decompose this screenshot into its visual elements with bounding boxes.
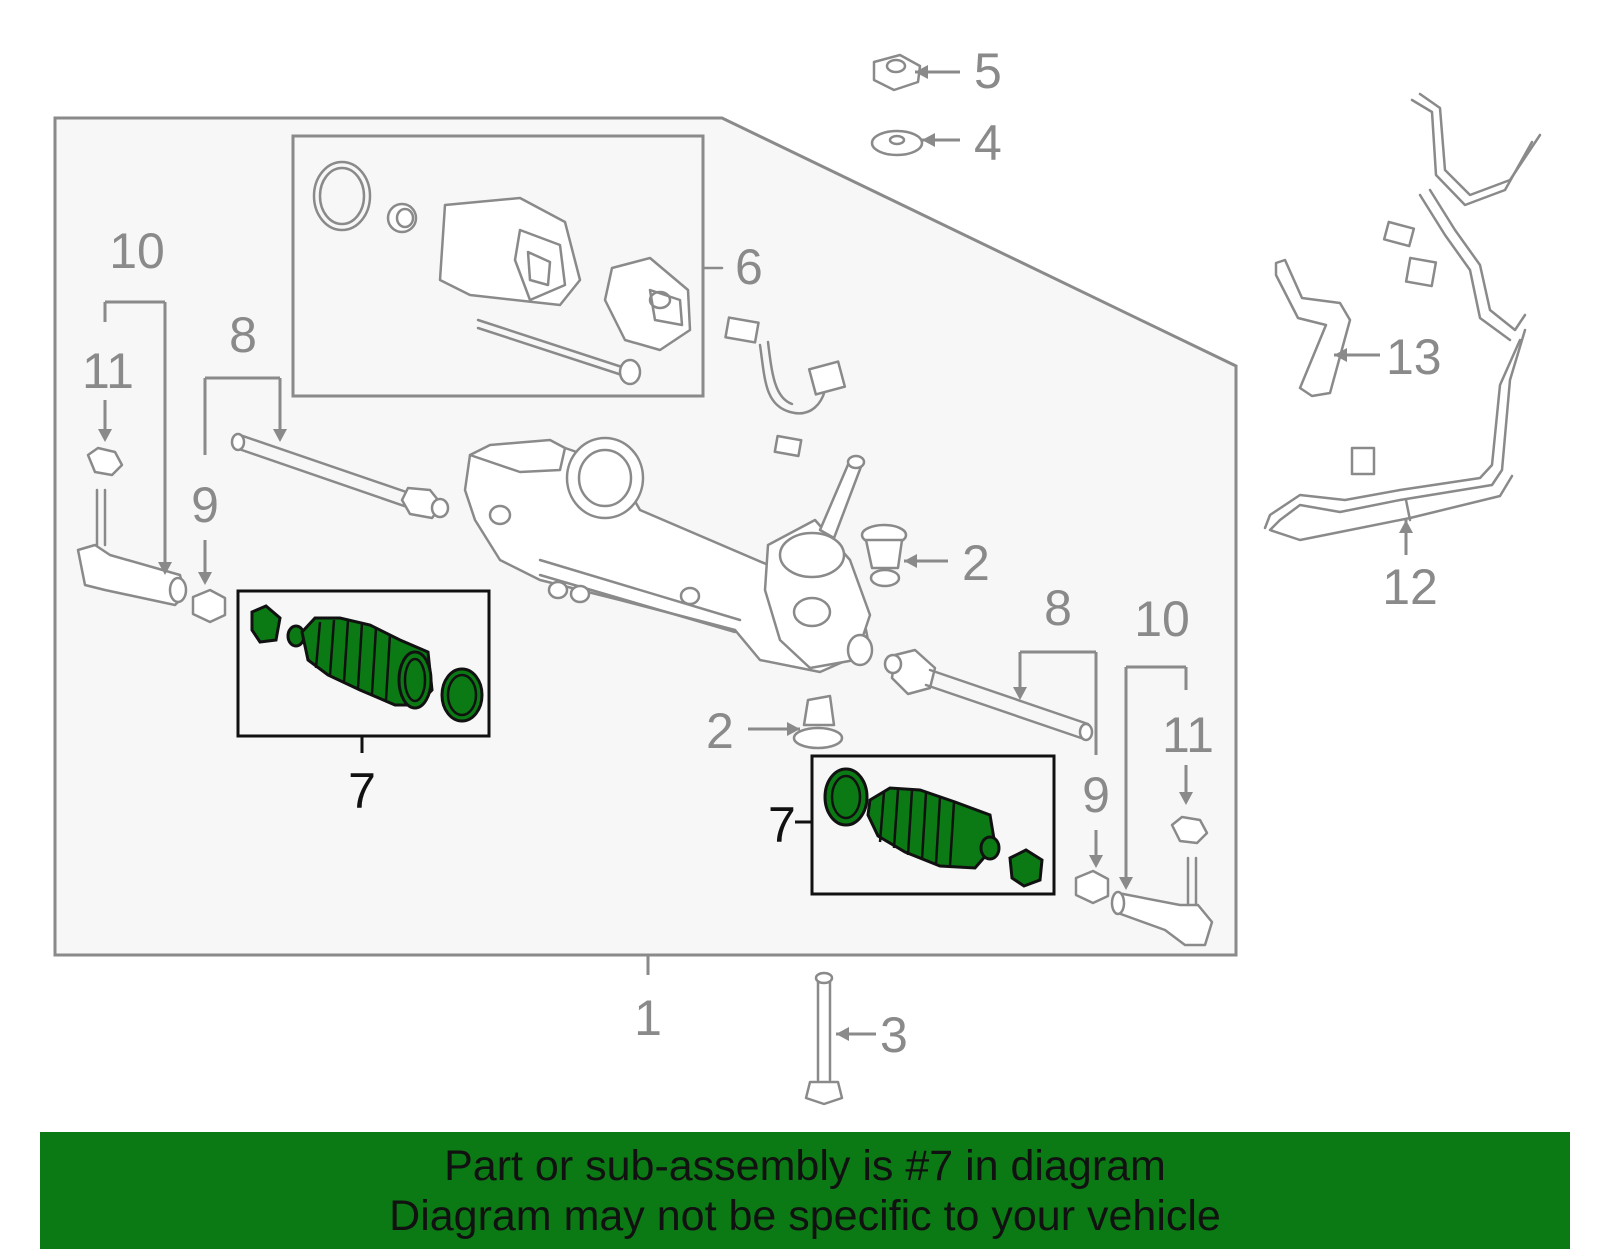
part-info-banner: Part or sub-assembly is #7 in diagram Di…: [40, 1132, 1570, 1249]
banner-line-1: Part or sub-assembly is #7 in diagram: [444, 1141, 1166, 1190]
callout-4: 4: [974, 115, 1002, 171]
boot-kit-box-right: [810, 754, 1056, 896]
outer-tie-rod-right: [1074, 815, 1214, 947]
motor-parts: [312, 160, 724, 386]
leader-lines: [98, 65, 1413, 1041]
washer-4: [870, 129, 924, 157]
bracket-13: [1274, 258, 1352, 398]
mount-bushing-upper: [860, 523, 908, 588]
callout-10-right: 10: [1134, 591, 1190, 647]
mounting-bolt: [804, 971, 844, 1106]
callout-6: 6: [735, 239, 763, 295]
callout-9-left: 9: [191, 477, 219, 533]
callout-3: 3: [880, 1007, 908, 1063]
mount-bushing-lower: [792, 694, 844, 750]
callout-11-left: 11: [82, 343, 134, 399]
steering-rack-housing: [463, 436, 874, 674]
callout-10-left: 10: [109, 223, 165, 279]
callout-13: 13: [1386, 329, 1442, 385]
motor-connector-harness: [724, 316, 847, 458]
callout-12: 12: [1382, 559, 1438, 615]
banner-line-2: Diagram may not be specific to your vehi…: [389, 1191, 1221, 1240]
callout-7-right: 7: [768, 797, 796, 853]
callout-8-right: 8: [1044, 580, 1072, 636]
callout-2-lower: 2: [706, 703, 734, 759]
callout-5: 5: [974, 43, 1002, 99]
callout-11-right: 11: [1162, 707, 1214, 763]
boot-kit-right: [823, 767, 1044, 888]
inner-tie-rod-left: [230, 432, 450, 520]
callout-9-right: 9: [1082, 767, 1110, 823]
inner-tie-rod-right: [883, 648, 1094, 742]
nut-5: [872, 53, 922, 92]
outer-tie-rod-left: [76, 446, 227, 624]
wiring-harness-12: [1263, 92, 1542, 542]
callout-2-upper: 2: [962, 535, 990, 591]
boot-kit-left: [250, 604, 484, 723]
callout-7-left: 7: [348, 763, 376, 819]
callout-1: 1: [634, 990, 662, 1046]
callout-8-left: 8: [229, 307, 257, 363]
